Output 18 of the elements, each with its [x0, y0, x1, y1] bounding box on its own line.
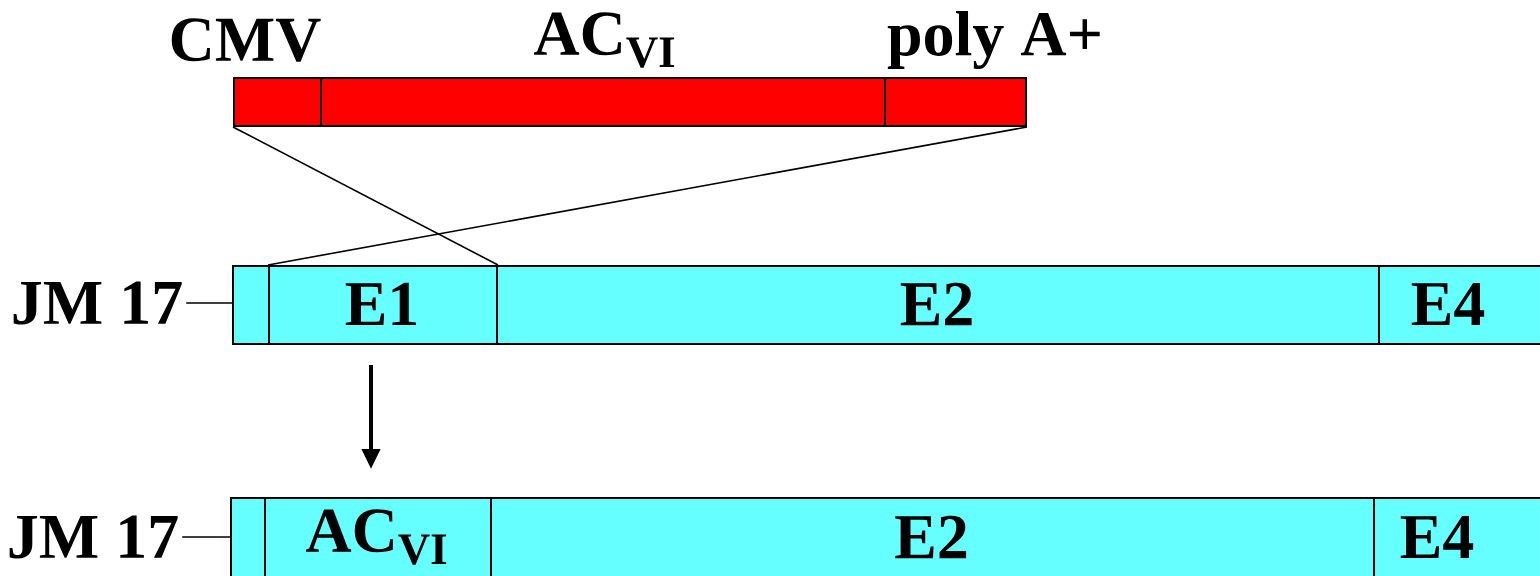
genome-segment: E4 [1378, 265, 1540, 345]
insertion-line [232, 126, 499, 266]
genome-segment [230, 497, 266, 576]
row-label: JM 17 [13, 281, 182, 325]
genome-segment: E4 [1373, 497, 1540, 576]
cassette-segment: poly A+ [884, 10, 1100, 127]
node-label: AC$_{VI}$ [534, 12, 675, 68]
node-label: AC$_{VI}$ [306, 509, 447, 565]
node-label: E4 [1400, 515, 1474, 559]
cassette-segment: AC$_{VI}$ [320, 12, 886, 127]
genome-segment [232, 265, 270, 345]
node-label: E2 [895, 515, 967, 559]
leader-line [181, 536, 231, 538]
row-label: JM 17 [9, 515, 178, 559]
node-label: CMV [171, 18, 321, 62]
node-label: poly A+ [887, 10, 1100, 70]
leader-line [185, 302, 233, 304]
cassette-segment: CMV [171, 18, 322, 127]
